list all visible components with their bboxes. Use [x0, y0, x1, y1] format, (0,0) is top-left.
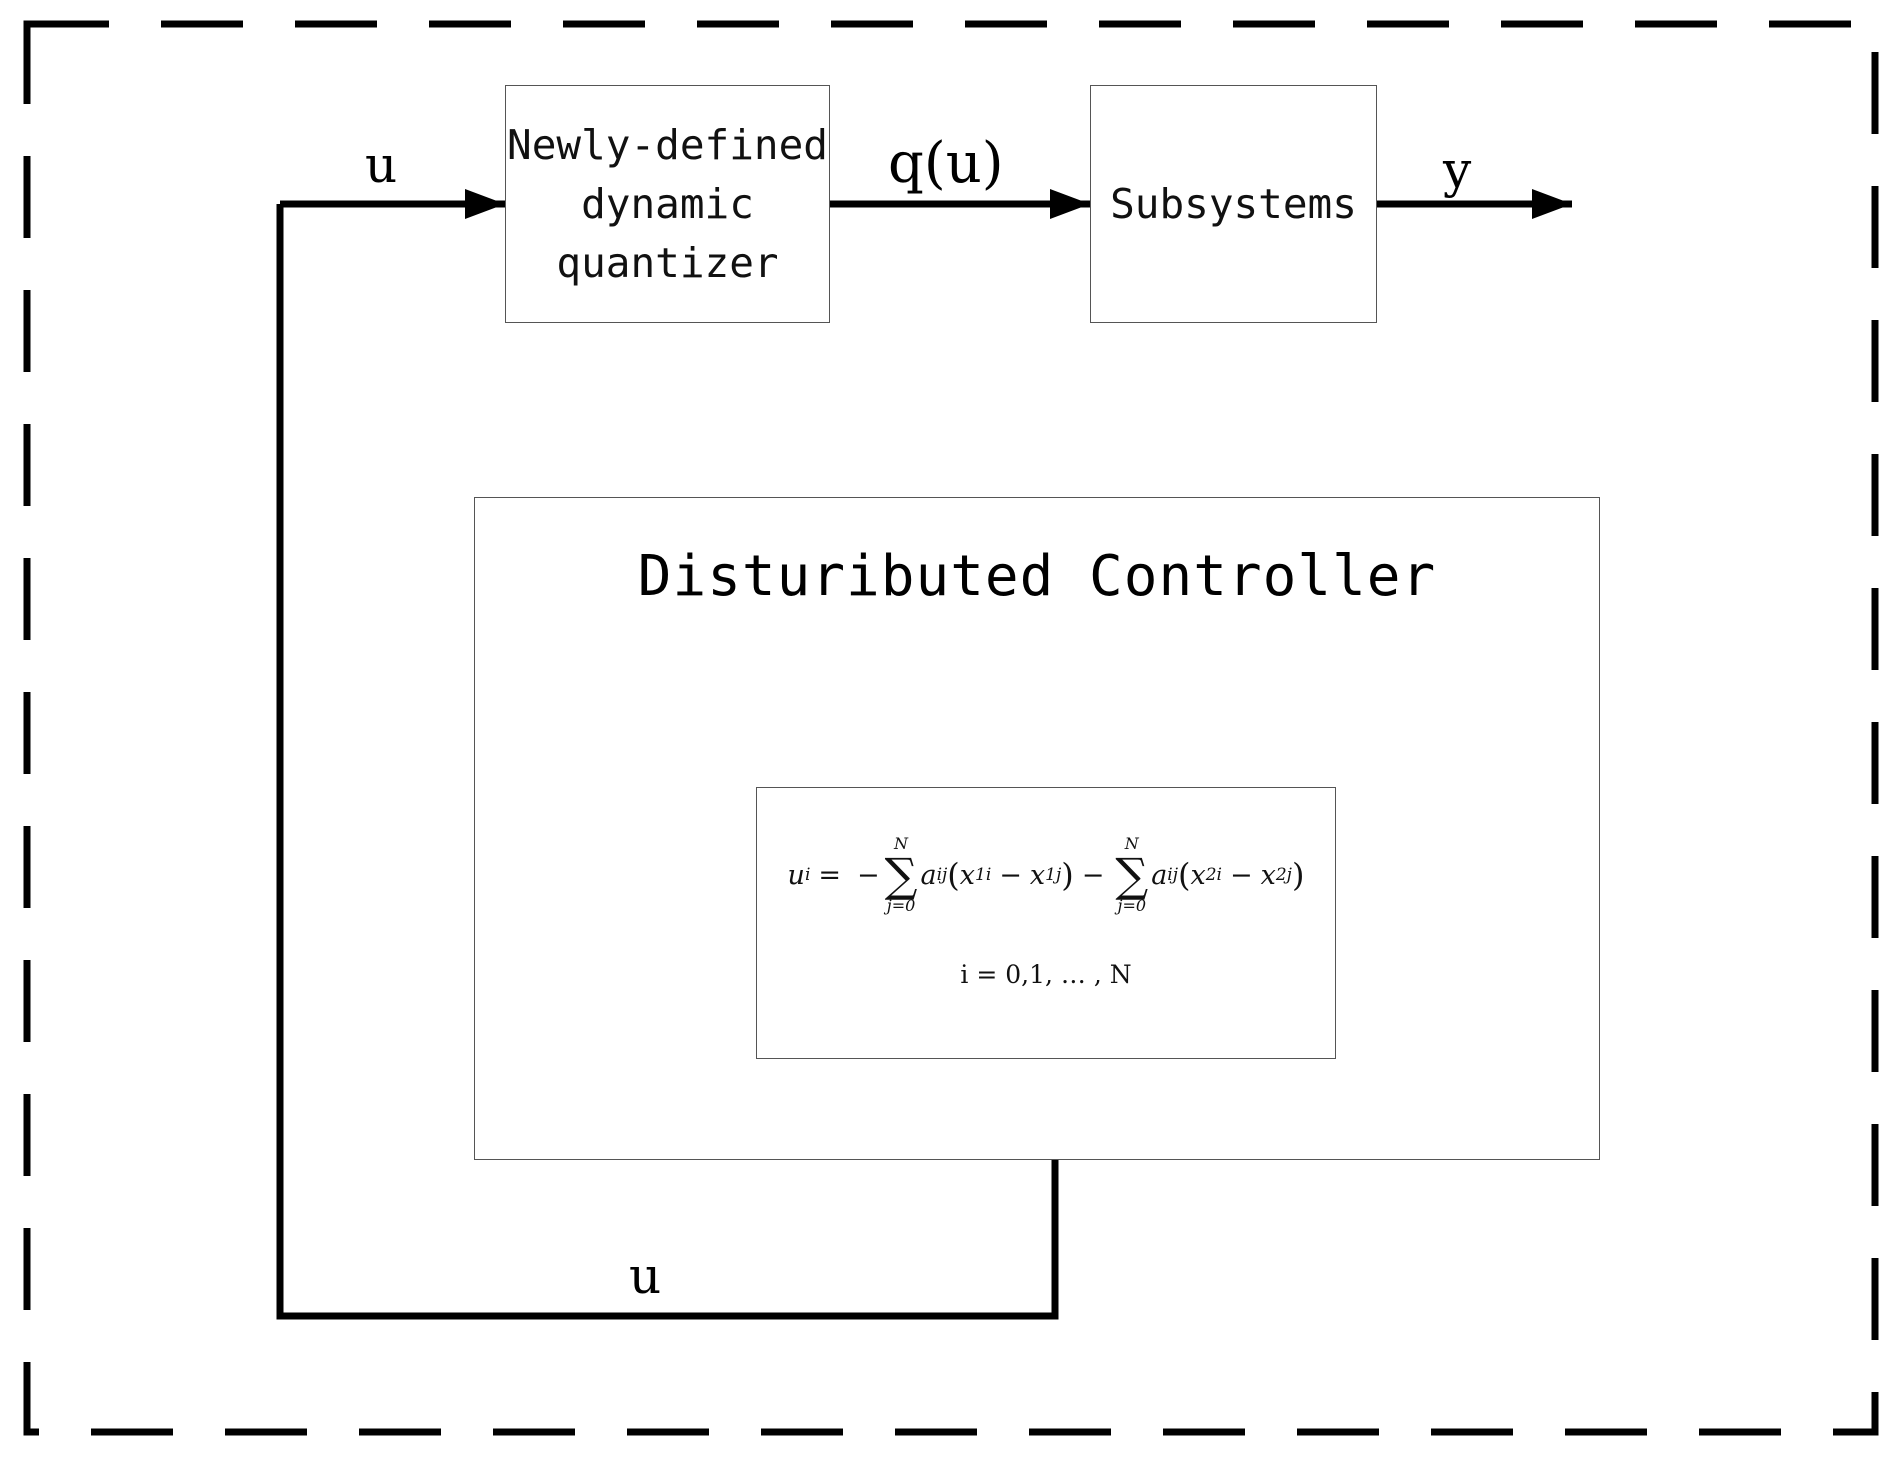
quantized-signal-label: q(u) [888, 131, 1004, 196]
term1-a: x [959, 859, 976, 891]
term2-minus: − [1230, 859, 1253, 891]
term2-a: x [1190, 859, 1206, 891]
formula-lhs-sub: i [804, 865, 811, 885]
paren-close-1: ) [1061, 856, 1074, 894]
input-u-arrowhead [465, 189, 505, 219]
input-u-label: u [365, 136, 398, 194]
summation-1-upper: N [894, 834, 909, 853]
quantizer-line-2: dynamic [581, 179, 754, 228]
paren-close-2: ) [1291, 856, 1305, 894]
system-boundary [23, 20, 1879, 1436]
term2-b-sub: 2j [1275, 865, 1292, 885]
term1-b-sub: 1j [1045, 865, 1062, 885]
formula-coef-1: a [920, 859, 937, 891]
summation-2: N ∑ j=0 [1115, 836, 1148, 914]
output-y-arrowhead [1532, 189, 1572, 219]
formula-coef-2: a [1151, 859, 1168, 891]
term1-minus: − [999, 859, 1022, 891]
formula-minus-1: − [857, 859, 880, 891]
paren-open-2: ( [1178, 856, 1191, 894]
feedback-loop-line [276, 204, 1059, 1320]
formula-coef-1-sub: ij [936, 865, 948, 885]
formula-minus-2: − [1081, 859, 1105, 891]
quantizer-line-3: quantizer [556, 238, 779, 287]
term2-a-sub: 2i [1205, 865, 1222, 885]
term2-b: x [1260, 859, 1276, 891]
summation-2-lower: j=0 [1117, 896, 1147, 915]
summation-1: N ∑ j=0 [885, 836, 918, 914]
formula-coef-2-sub: ij [1167, 865, 1179, 885]
subsystems-label: Subsystems [1110, 180, 1357, 228]
quantizer-line-1: Newly-defined [507, 120, 828, 169]
term1-a-sub: 1i [975, 865, 992, 885]
summation-1-lower: j=0 [886, 896, 916, 915]
sigma-icon: ∑ [884, 848, 918, 902]
quantizer-block: Newly-defined dynamic quantizer [505, 85, 830, 323]
subsystems-block: Subsystems [1090, 85, 1377, 323]
formula-equals: = [818, 859, 841, 891]
summation-2-upper: N [1124, 834, 1139, 853]
feedback-u-label: u [629, 1247, 662, 1305]
quantized-signal-arrowhead [1050, 189, 1090, 219]
sigma-icon: ∑ [1115, 848, 1149, 902]
paren-open-1: ( [947, 856, 960, 894]
output-y-label: y [1443, 141, 1472, 199]
controller-title: Distuributed Controller [637, 544, 1437, 609]
term1-b: x [1029, 859, 1046, 891]
formula-lhs: u [787, 859, 805, 891]
index-range: i = 0,1, … , N [960, 960, 1132, 989]
